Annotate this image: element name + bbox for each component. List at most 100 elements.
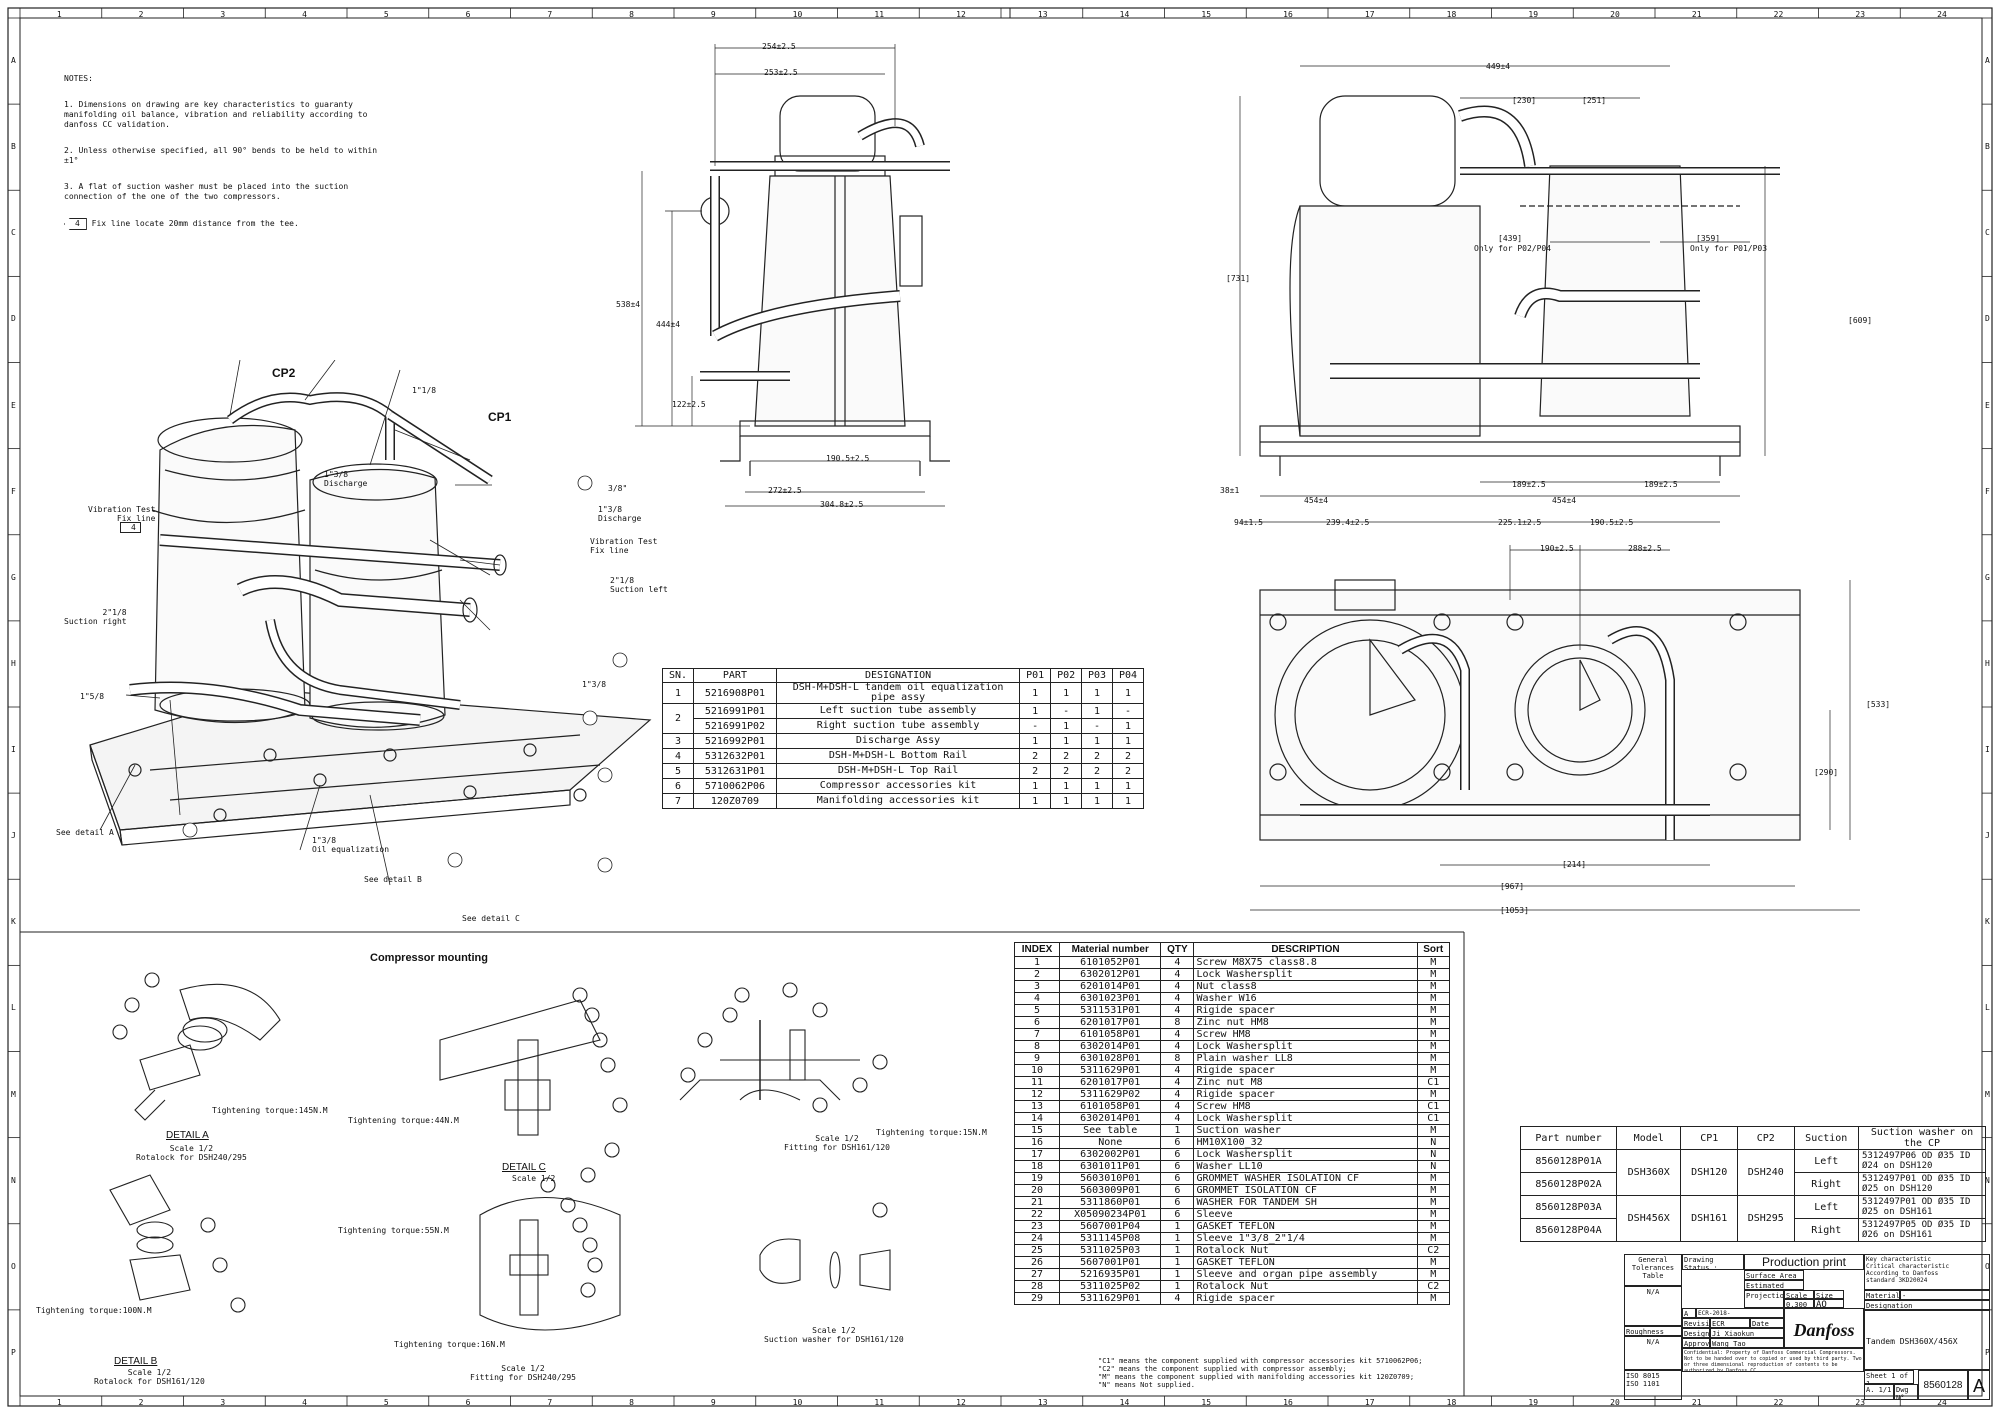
tb-size-label: Size [1814,1290,1844,1299]
bom-table-cell: Zinc nut HM8 [1193,1016,1418,1029]
note-2: 2. Unless otherwise specified, all 90° b… [64,146,378,165]
bom-table-cell: M [1416,1064,1451,1077]
bom-table-cell: Rotalock Nut [1193,1280,1418,1293]
dim-top-190: 190±2.5 [1540,544,1574,553]
parts-table-cell: - [1081,718,1113,734]
border-row-label: H [1985,658,1990,668]
border-row-label: P [1985,1347,1990,1357]
parts-table-cell: Right suction tube assembly [775,718,1021,734]
label-discharge-cp2: 1"3/8 Discharge [324,470,368,488]
bom-table-cell: M [1416,980,1451,993]
bom-table-cell: 6101058P01 [1059,1028,1162,1041]
bom-table-cell: 5311025P02 [1059,1280,1162,1293]
parts-table-cell: 5 [662,763,694,779]
parts-table-cell: 1 [1112,778,1144,794]
pn-cell: 8560128P02A [1519,1172,1618,1196]
tb-confidential: Confidential: Property of Danfoss Commer… [1682,1348,1864,1372]
mounting-title: Compressor mounting [370,952,488,964]
border-row-label: F [11,486,16,496]
bom-table-cell: 15 [1013,1124,1061,1137]
bom-table-cell: 17 [1013,1148,1061,1161]
dim-side-454b: 454±4 [1552,496,1577,505]
parts-table-cell: Left suction tube assembly [775,703,1021,719]
bom-table-cell: 6302014P01 [1059,1112,1162,1125]
parts-table-cell: 2 [1112,748,1144,764]
dim-front-190: 190.5±2.5 [826,454,870,463]
parts-table-cell: Discharge Assy [775,733,1021,749]
parts-table-cell: 3 [662,733,694,749]
bom-table-cell: 4 [1160,1064,1195,1077]
dim-side-359: [359] [1696,234,1721,243]
bom-table-cell: 6 [1160,1184,1195,1197]
border-col-label: 10 [792,10,803,19]
parts-table-cell: 120Z0709 [692,793,777,809]
tb-dwg-number: 8560128 [1918,1370,1968,1400]
flag-vibration: 4 [120,522,141,533]
border-row-label: C [1985,228,1990,238]
bom-table-cell: 1 [1160,1256,1195,1269]
parts-table-cell: 5216908P01 [692,682,777,704]
detail-b-title: DETAIL B [114,1356,158,1367]
tb-drawing-status: Drawing Status : [1682,1254,1744,1270]
label-see-detail-c: See detail C [462,914,520,923]
bom-table-cell: M [1416,1028,1451,1041]
bom-table-cell: 12 [1013,1088,1061,1101]
bom-table-cell: 6302014P01 [1059,1040,1162,1053]
bom-table-cell: 5311531P01 [1059,1004,1162,1017]
border-col-label: 20 [1610,10,1620,19]
bom-table: INDEX Material number QTY DESCRIPTION So… [1013,942,1451,1305]
bom-table-cell: 4 [1160,1076,1195,1089]
border-row-label: D [11,314,16,324]
tb-dwg-label: Dwg N° [1894,1384,1918,1400]
bom-table-cell: M [1416,992,1451,1005]
bom-table-cell: M [1416,1292,1451,1305]
border-col-label: 12 [956,1398,966,1407]
border-row-label: F [1985,486,1990,496]
bom-table-cell: N [1416,1136,1451,1149]
border-col-label: 15 [1201,10,1212,19]
dim-side-239: 239.4±2.5 [1326,518,1370,527]
bom-table-cell: 6 [1160,1148,1195,1161]
parts-table-cell: 7 [662,793,694,809]
border-col-label: 19 [1528,10,1539,19]
dim-side-189b: 189±2.5 [1644,480,1678,489]
bom-table-cell: 10 [1013,1064,1061,1077]
tb-scale-value: 0.300 [1784,1299,1814,1308]
bom-table-cell: 28 [1013,1280,1061,1293]
bom-table-cell: 4 [1160,1028,1195,1041]
tb-material-value: - [1900,1290,1990,1300]
tb-key-characteristic: Key characteristic Critical characterist… [1864,1254,1990,1290]
bom-table-cell: M [1416,1268,1451,1281]
bom-table-cell: 18 [1013,1160,1061,1173]
bom-table-cell: WASHER FOR TANDEM SH [1193,1196,1418,1209]
bom-table-cell: M [1416,1052,1451,1065]
bom-table-cell: 4 [1160,1112,1195,1125]
parts-table-cell: 1 [1019,703,1052,719]
bom-table-cell: 5311025P03 [1059,1244,1162,1257]
bom-table-cell: 21 [1013,1196,1061,1209]
tb-designed-value: Ji Xiaokun [1710,1328,1784,1338]
parts-table-header: SN. PART DESIGNATION P01 P02 P03 P04 [662,668,1144,683]
bom-table-cell: 6201017P01 [1059,1016,1162,1029]
bom-table-cell: 23 [1013,1220,1061,1233]
dim-side-230: [230] [1512,96,1537,105]
parts-header-p02: P02 [1050,668,1083,683]
bom-table-cell: GASKET TEFLON [1193,1256,1418,1269]
bom-table-cell: 3 [1013,980,1061,993]
torque-detail-b: Tightening torque:100N.M [36,1306,152,1315]
pn-row: 8560128P04A Right 5312497P05 OD Ø35 ID Ø… [1519,1218,1986,1242]
bom-table-cell: 6 [1160,1136,1195,1149]
parts-table-cell: - [1050,703,1083,719]
pn-header-part-number: Part number [1519,1126,1618,1150]
pn-cell-suction: Right [1793,1172,1860,1196]
tb-material-label: Material : [1864,1290,1900,1300]
dim-side-38: 38±1 [1220,486,1240,495]
